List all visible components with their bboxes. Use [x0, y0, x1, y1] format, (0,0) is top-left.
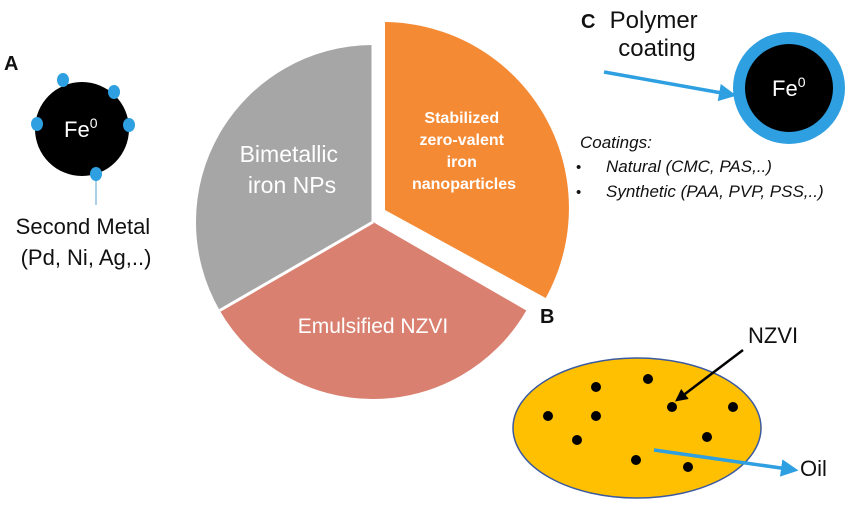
- pie-label-bimetallic: Bimetallic iron NPs: [240, 141, 345, 198]
- second-metal-dot: [90, 167, 102, 181]
- pie-segment-stabilized: [385, 22, 569, 298]
- nzvi-dot: [572, 435, 582, 445]
- panel-c: C Polymer coating Fe0 Coatings: • Natura…: [576, 7, 845, 201]
- panel-letter-a: A: [4, 53, 18, 75]
- nzvi-dot: [643, 374, 653, 384]
- iron-nanoparticle-bimetallic: [35, 82, 129, 176]
- pie-segment-bimetallic: [195, 44, 373, 311]
- panel-letter-b: B: [540, 306, 554, 328]
- second-metal-dot: [31, 117, 43, 131]
- nzvi-particles: [543, 374, 738, 472]
- pie-label-emulsified: Emulsified NZVI: [298, 315, 449, 338]
- oil-arrow: [653, 448, 799, 477]
- nzvi-label: NZVI: [748, 323, 798, 348]
- iron-core-coated: [745, 44, 833, 132]
- panel-b: B NZVI Oil: [512, 306, 827, 499]
- nzvi-arrow: [675, 349, 744, 402]
- panel-a: A Fe0 Second Metal (Pd, Ni, Ag,..): [4, 53, 157, 270]
- nzvi-dot: [543, 411, 553, 421]
- coatings-bullet: •: [576, 184, 581, 201]
- second-metal-dots: [31, 73, 135, 181]
- second-metal-dot: [57, 73, 69, 87]
- fe0-label-a: Fe0: [64, 115, 98, 142]
- polymer-coating-arrow: [603, 70, 737, 102]
- nzvi-dot: [683, 462, 693, 472]
- panel-letter-c: C: [581, 11, 595, 33]
- coatings-natural: Natural (CMC, PAS,..): [606, 157, 772, 176]
- nzvi-dot: [591, 411, 601, 421]
- second-metal-dot: [108, 85, 120, 99]
- coatings-synthetic: Synthetic (PAA, PVP, PSS,..): [606, 182, 824, 201]
- oil-emulsion-droplet: [512, 357, 762, 499]
- pie-chart: Bimetallic iron NPs Emulsified NZVI Stab…: [195, 22, 569, 400]
- coatings-bullet: •: [576, 159, 581, 176]
- coatings-heading: Coatings:: [580, 133, 652, 152]
- nzvi-dot: [631, 455, 641, 465]
- polymer-coating-title: Polymer coating: [610, 7, 705, 62]
- pie-label-stabilized: Stabilized zero-valent iron nanoparticle…: [412, 110, 516, 193]
- nzvi-dot: [702, 432, 712, 442]
- oil-label: Oil: [800, 456, 827, 481]
- nzvi-dot: [667, 402, 677, 412]
- second-metal-label: Second Metal (Pd, Ni, Ag,..): [16, 214, 157, 270]
- second-metal-dot: [123, 118, 135, 132]
- nzvi-dot: [591, 382, 601, 392]
- fe0-label-c: Fe0: [772, 74, 806, 101]
- nzvi-dot: [728, 402, 738, 412]
- pie-divider: [218, 220, 374, 312]
